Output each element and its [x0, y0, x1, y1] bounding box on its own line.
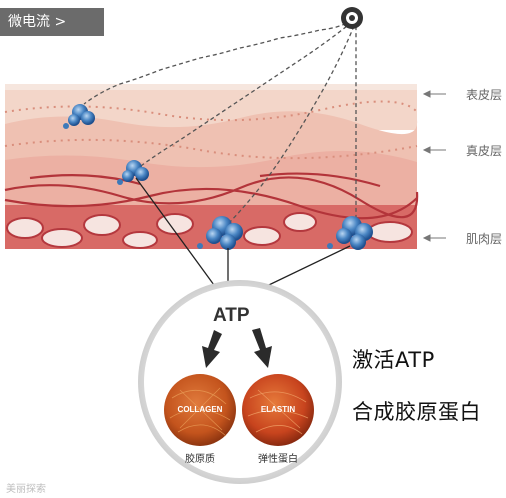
effect-line-1: 激活ATP [352, 348, 435, 372]
molecule-icon [327, 216, 373, 250]
collagen-ball [164, 374, 236, 446]
effect-line-2: 合成胶原蛋白 [352, 400, 481, 424]
molecule-icon [197, 216, 243, 250]
molecule-icon [63, 104, 95, 129]
elastin-caption: 弹性蛋白 [258, 454, 298, 465]
micro-current-tag[interactable]: 微电流 > [0, 8, 104, 36]
muscle-label: 肌肉层 [465, 232, 502, 246]
layer-arrows [422, 90, 446, 242]
skin-layers [4, 84, 419, 249]
atp-label: ATP [213, 305, 250, 326]
current-waves [83, 19, 357, 223]
collagen-caption: 胶原质 [185, 454, 215, 465]
collagen-label: COLLAGEN [177, 405, 223, 414]
elastin-ball [242, 374, 314, 446]
watermark: 美丽探索 [6, 484, 46, 495]
down-arrows [202, 328, 272, 368]
electrode-icon [341, 7, 363, 29]
epidermis-label: 表皮层 [465, 88, 502, 102]
molecule-icon [117, 160, 149, 185]
dermis-label: 真皮层 [465, 144, 502, 158]
molecules [63, 104, 373, 250]
elastin-label: ELASTIN [260, 405, 296, 414]
